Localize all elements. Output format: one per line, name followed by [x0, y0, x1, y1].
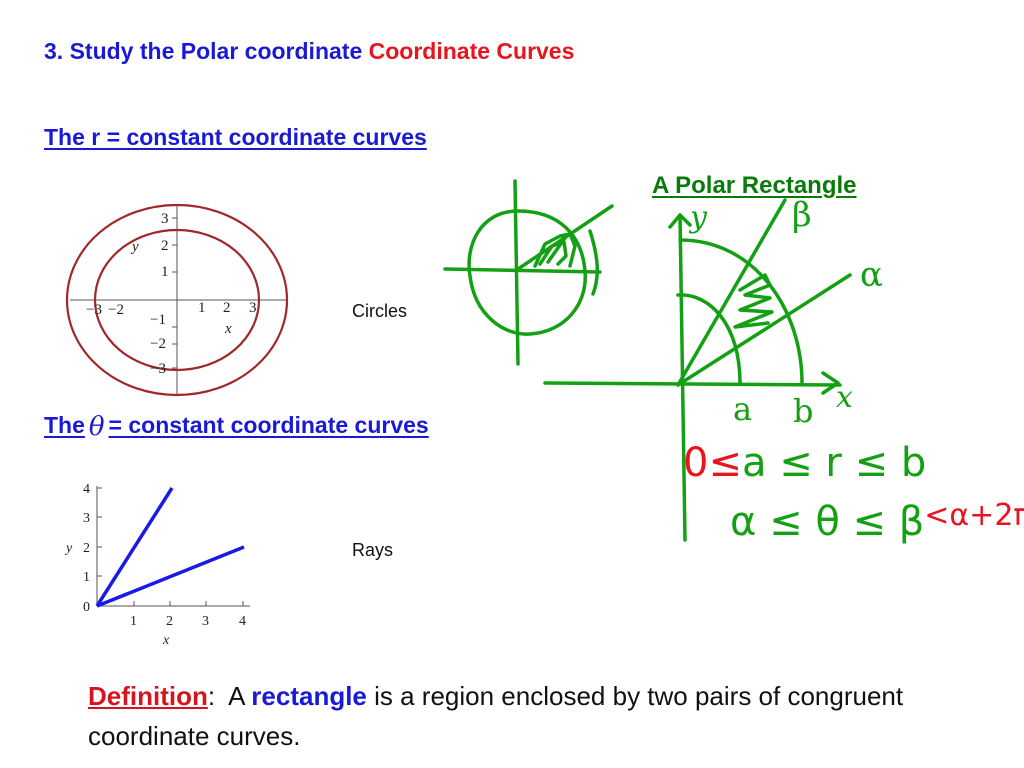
polar-a-label: a — [733, 390, 753, 428]
theta-inequality-green: α ≤ θ ≤ β — [730, 499, 925, 545]
ray-y-tick: 1 — [83, 570, 90, 585]
ray-y-label: y — [64, 541, 73, 556]
ray-x-tick: 4 — [239, 614, 246, 629]
ray-x-tick: 3 — [202, 614, 209, 629]
ray-x-label: x — [162, 633, 170, 648]
circle-y-tick: −2 — [150, 336, 166, 352]
polar-y-axis-label: y — [690, 200, 707, 235]
polar-alpha-label: α — [860, 255, 883, 295]
circle-x-label: x — [224, 321, 232, 337]
shallow-ray — [96, 545, 245, 608]
ray-y-tick: 0 — [83, 600, 90, 615]
circle-y-tick: 3 — [161, 211, 169, 227]
definition-rectangle-word: rectangle — [251, 681, 367, 711]
title-blue-text: Study the Polar coordinate — [69, 38, 363, 64]
r-inequality-red: 0≤ — [683, 440, 742, 486]
definition-a: A — [228, 681, 245, 711]
circle-y-tick: −3 — [150, 361, 166, 377]
circles-label: Circles — [352, 301, 408, 321]
circle-x-tick: −2 — [108, 302, 124, 318]
rays-plot: 4 3 2 1 0 1 2 3 4 x y — [64, 482, 250, 648]
r-constant-heading: The r = constant coordinate curves — [44, 124, 427, 150]
rays-label: Rays — [352, 540, 394, 560]
theta-symbol: θ — [88, 412, 105, 442]
theta-inequality: α ≤ θ ≤ β<α+2π — [730, 498, 1024, 545]
polar-rectangle-diagram — [543, 198, 852, 542]
definition-colon: : — [207, 681, 216, 711]
circle-y-tick: −1 — [150, 312, 166, 328]
circle-x-tick: 2 — [223, 300, 231, 316]
circles-plot: 3 2 1 −1 −2 −3 −3 −2 1 2 3 x y — [65, 203, 289, 397]
ray-x-tick: 1 — [130, 614, 137, 629]
ray-x-tick: 2 — [166, 614, 173, 629]
circle-x-tick: 1 — [198, 300, 206, 316]
polar-beta-label: β — [792, 195, 812, 235]
ray-y-tick: 2 — [83, 541, 90, 556]
circle-x-tick: 3 — [249, 300, 257, 316]
r-inequality: 0≤a ≤ r ≤ b — [683, 440, 926, 486]
slide-title: 3. Study the Polar coordinate Coordinate… — [44, 38, 574, 65]
r-inequality-green: a ≤ r ≤ b — [741, 440, 927, 486]
title-number: 3. — [44, 38, 64, 64]
definition-word: Definition — [88, 681, 208, 711]
ray-y-tick: 4 — [83, 482, 90, 497]
definition-paragraph: Definition: A rectangle is a region encl… — [88, 676, 938, 756]
outer-circle — [65, 203, 289, 397]
circle-y-tick: 1 — [161, 264, 169, 280]
definition-rest: is a region enclosed by two pairs of con… — [88, 681, 904, 751]
circle-y-label: y — [130, 239, 139, 255]
handdrawn-circle-sketch — [443, 179, 614, 366]
circle-y-tick: 2 — [161, 238, 169, 254]
ray-y-tick: 3 — [83, 511, 90, 526]
theta-heading-suffix: = constant coordinate curves — [108, 412, 429, 438]
steep-ray — [95, 487, 174, 607]
theta-inequality-red: <α+2π — [924, 498, 1024, 533]
polar-b-label: b — [793, 392, 814, 430]
polar-rectangle-title: A Polar Rectangle — [652, 172, 857, 199]
circle-x-tick: −3 — [86, 302, 102, 318]
polar-x-axis-label: x — [836, 380, 853, 415]
theta-heading-prefix: The — [44, 412, 85, 438]
title-red-text: Coordinate Curves — [368, 38, 575, 64]
